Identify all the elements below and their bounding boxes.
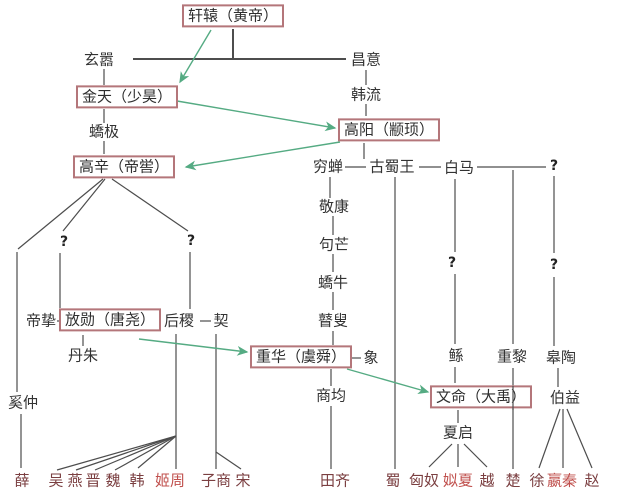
query-below-baima: ? xyxy=(446,254,458,272)
state-chu: 楚 xyxy=(504,471,522,490)
node-jingkang: 敬康 xyxy=(317,197,351,216)
state-xue: 薛 xyxy=(13,471,31,490)
query-above-dizhi: ? xyxy=(58,233,70,251)
state-zhao: 赵 xyxy=(583,471,601,490)
query-row-right: ? xyxy=(548,157,560,175)
state-wu: 吴 xyxy=(47,471,65,490)
node-wenming-dayu: 文命（大禹） xyxy=(429,385,533,409)
node-jiaoji: 蟜极 xyxy=(87,122,121,141)
state-yan: 燕 xyxy=(66,471,84,490)
query-right-column: ? xyxy=(548,256,560,274)
state-xiongnu: 匈奴 xyxy=(407,471,441,490)
node-jiaoniu: 蟜牛 xyxy=(316,273,350,292)
node-gaoxin-diku: 高辛（帝喾） xyxy=(72,155,176,179)
node-shangjun: 商均 xyxy=(314,386,348,405)
node-qiongchan: 穷蝉 xyxy=(311,157,345,176)
node-chonghua-yushun: 重华（虞舜） xyxy=(249,345,353,369)
state-ji-zhou: 姬周 xyxy=(153,471,187,490)
state-yue: 越 xyxy=(478,471,496,490)
trunk-lines xyxy=(133,29,346,60)
node-hanliu: 韩流 xyxy=(349,85,383,104)
node-goumang: 句芒 xyxy=(317,235,351,254)
node-danzhu: 丹朱 xyxy=(66,346,100,365)
state-zi-shang: 子商 xyxy=(199,471,233,490)
state-han: 韩 xyxy=(128,471,146,490)
query-above-houji: ? xyxy=(185,232,197,250)
succession-arrows xyxy=(138,29,430,395)
node-gun: 鲧 xyxy=(447,346,465,365)
node-xizhong: 奚仲 xyxy=(6,393,40,412)
node-gaoyao: 皋陶 xyxy=(544,348,578,367)
node-xuanxiao: 玄嚣 xyxy=(82,50,116,69)
node-changyi: 昌意 xyxy=(349,50,383,69)
node-chongli: 重黎 xyxy=(495,347,529,366)
node-jintian-shaohao: 金天（少昊） xyxy=(75,85,179,109)
state-wei: 魏 xyxy=(104,471,122,490)
node-xiaqi: 夏启 xyxy=(441,423,475,442)
family-lines xyxy=(16,69,593,471)
state-tian-qi: 田齐 xyxy=(318,471,352,490)
node-houji: 后稷 xyxy=(162,311,196,330)
state-ying-qin: 嬴秦 xyxy=(545,471,579,490)
state-shu: 蜀 xyxy=(384,471,402,490)
node-dizhi: 帝挚 xyxy=(24,311,58,330)
node-xuanyuan-huangdi: 轩辕（黄帝） xyxy=(181,4,285,28)
state-song: 宋 xyxy=(234,471,252,490)
node-qi-shang: 契 xyxy=(212,311,230,330)
node-gusou: 瞽叟 xyxy=(316,311,350,330)
state-jin: 晋 xyxy=(84,471,102,490)
state-si-xia: 姒夏 xyxy=(441,471,475,490)
node-gaoyang-zhuanxu: 高阳（颛顼） xyxy=(337,118,441,142)
node-xiang: 象 xyxy=(362,348,380,367)
node-fangxun-tangyao: 放勋（唐尧） xyxy=(58,308,162,332)
node-gushuwang: 古蜀王 xyxy=(368,157,416,176)
node-boyi: 伯益 xyxy=(548,388,582,407)
node-baima: 白马 xyxy=(442,158,476,177)
state-xu: 徐 xyxy=(528,471,546,490)
